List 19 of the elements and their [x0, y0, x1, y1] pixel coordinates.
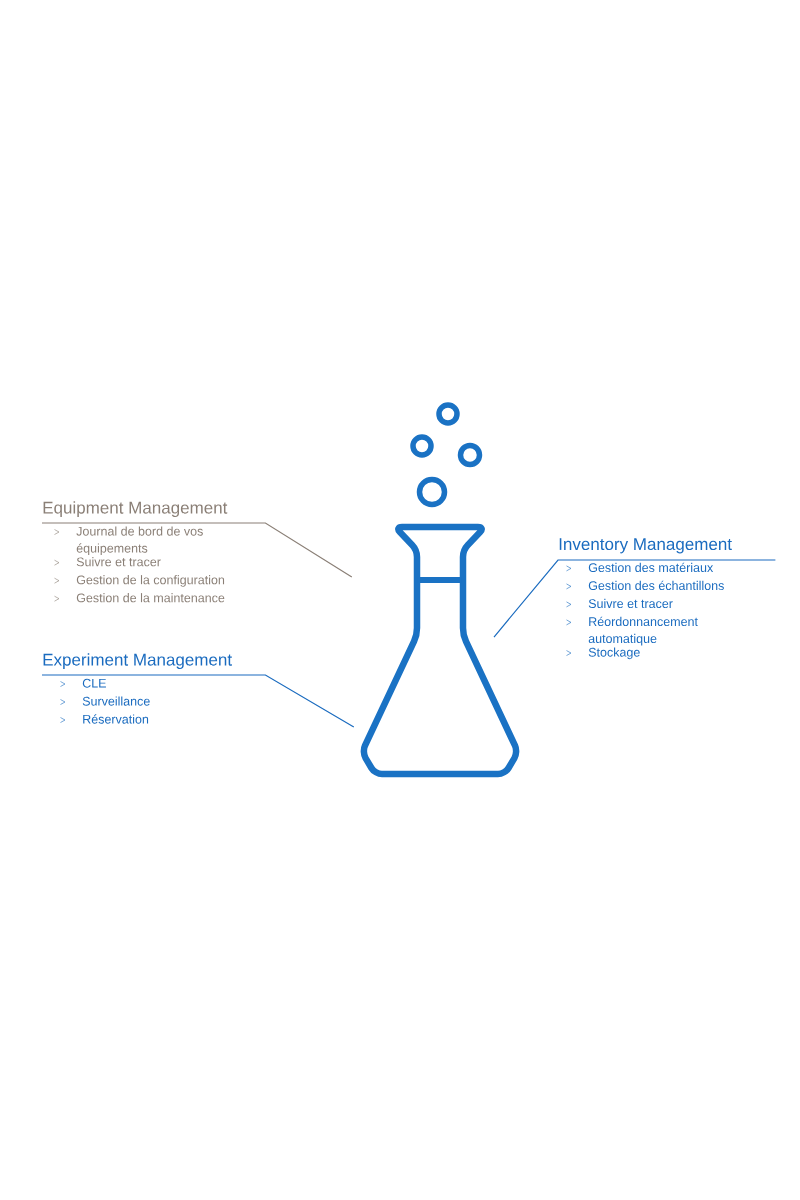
heading: Inventory Management	[559, 538, 732, 554]
list-item: Suivre et tracer	[76, 557, 161, 567]
list-item: Réservation	[83, 714, 149, 724]
leader-line	[493, 559, 776, 638]
list-item: Suivre et tracer	[588, 598, 673, 609]
leader-line	[41, 674, 355, 728]
list-item: Stockage	[588, 647, 640, 660]
list-item: CLE	[82, 678, 106, 688]
list-item: Gestion des matériaux	[588, 562, 714, 573]
list-item: Gestion des échantillons	[588, 580, 724, 591]
list-item: Journal de bord de vos équipements	[76, 526, 203, 556]
list-item: Gestion de la configuration	[76, 575, 225, 587]
heading: Equipment Management	[43, 501, 228, 518]
heading: Experiment Management	[43, 653, 232, 670]
list-item: Surveillance	[82, 696, 150, 706]
list-item: Réordonnancement automatique	[588, 616, 698, 646]
flask-drawing	[360, 402, 520, 778]
list-item: Gestion de la maintenance	[76, 593, 225, 603]
leader-line	[41, 522, 353, 578]
